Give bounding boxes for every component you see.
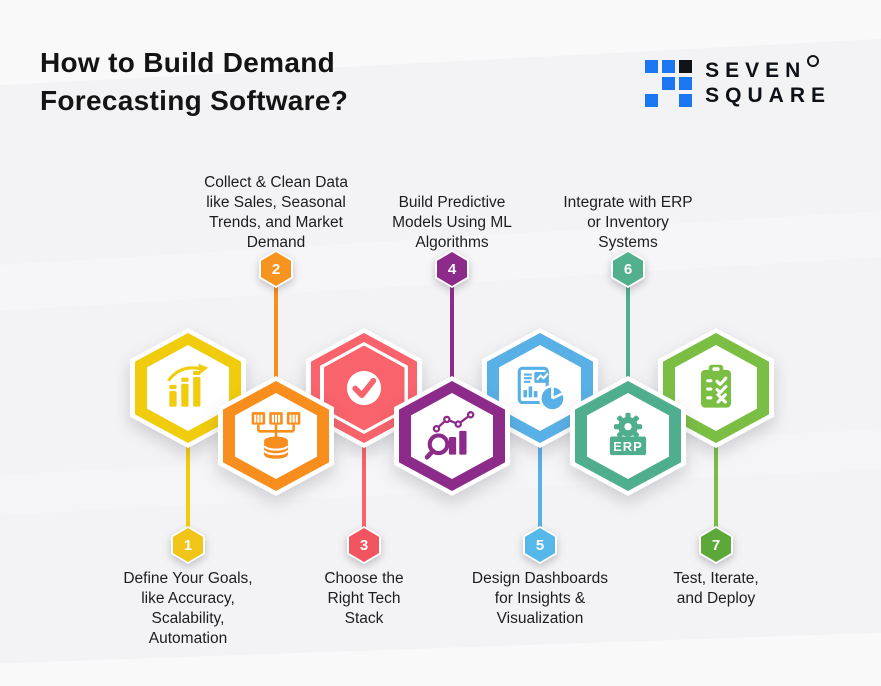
connector-line (450, 269, 454, 440)
step-label: Build Predictive Models Using ML Algorit… (392, 194, 512, 251)
step-badge: 2 (259, 250, 293, 288)
connector-line (274, 269, 278, 440)
step-label: Choose the Right Tech Stack (324, 570, 404, 627)
logo-square (645, 59, 659, 73)
step-label: Collect & Clean Data like Sales, Seasona… (204, 174, 348, 251)
erp-gear-icon: ERP (609, 412, 647, 456)
hexagon-step-4 (394, 376, 510, 496)
hexagon-step-6: ERP (570, 376, 686, 496)
brand-logo: SEVEN SQUARE (645, 55, 831, 108)
step-badge: 7 (699, 526, 733, 564)
logo-word-top: SEVEN (705, 59, 807, 82)
connector-line (714, 400, 718, 545)
hexagon-step-7 (658, 328, 774, 448)
logo-square (679, 59, 693, 73)
badge-number: 4 (447, 261, 457, 278)
step-badge: 6 (611, 250, 645, 288)
badge-number: 5 (535, 537, 545, 554)
step-label: Define Your Goals, like Accuracy, Scalab… (123, 570, 253, 647)
logo-word-bottom: SQUARE (705, 84, 831, 107)
dashboard-pie-icon (517, 366, 566, 412)
page-title: How to Build Demand Forecasting Software… (40, 47, 349, 116)
connector-line (626, 269, 630, 440)
erp-label: ERP (613, 439, 643, 454)
logo-square (645, 93, 659, 107)
logo-wordmark: SEVEN SQUARE (705, 55, 831, 108)
predictive-analytics-icon (424, 411, 475, 460)
step-label: Test, Iterate, and Deploy (673, 570, 759, 607)
connector-line (538, 400, 542, 545)
connector-line (362, 400, 366, 545)
hexagon-step-2 (218, 376, 334, 496)
step-badge: 3 (347, 526, 381, 564)
data-collection-icon (251, 412, 301, 459)
logo-ring-icon (807, 55, 820, 67)
bar-chart-growth-icon (167, 363, 209, 407)
badge-number: 6 (623, 261, 633, 278)
step-label: Integrate with ERP or Inventory Systems (563, 194, 693, 251)
badge-number: 7 (711, 537, 721, 554)
check-circle-icon (346, 370, 382, 406)
step-badge: 1 (171, 526, 205, 564)
logo-square (679, 93, 693, 107)
logo-square (662, 76, 676, 90)
badge-number: 1 (183, 537, 193, 554)
badge-number: 3 (359, 537, 369, 554)
logo-mark-icon (645, 59, 693, 107)
step-badge: 4 (435, 250, 469, 288)
connector-line (186, 400, 190, 545)
badge-number: 2 (271, 261, 281, 278)
step-label: Design Dashboards for Insights & Visuali… (471, 570, 609, 627)
step-badge: 5 (523, 526, 557, 564)
logo-square (662, 59, 676, 73)
checklist-clipboard-icon (700, 364, 732, 408)
logo-square (679, 76, 693, 90)
